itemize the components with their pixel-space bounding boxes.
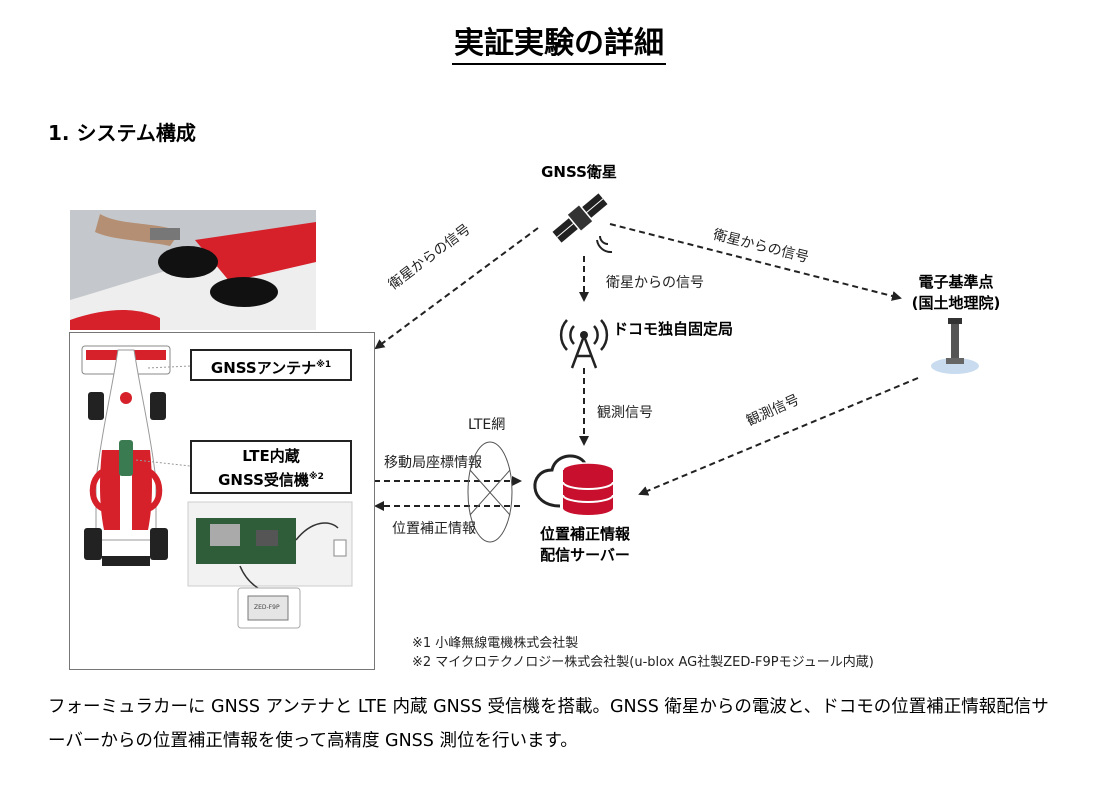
satellite-signal-icon <box>596 235 613 254</box>
fixed-station-label: ドコモ独自固定局 <box>613 320 734 338</box>
fixed-station-icon <box>559 319 609 369</box>
server-line1: 位置補正情報 <box>539 525 630 543</box>
formula-car-illustration <box>81 345 171 566</box>
server-label: 位置補正情報 配信サーバー <box>520 524 650 566</box>
reference-point-label: 電子基準点 (国土地理院) <box>900 272 1012 314</box>
lte-receiver-box: LTE内蔵 GNSS受信機※2 <box>190 440 352 494</box>
gnss-module-photo <box>237 587 301 629</box>
car-to-server-label: 移動局座標情報 <box>384 455 482 471</box>
server-to-car-label: 位置補正情報 <box>392 521 476 537</box>
footnote-1: ※1 小峰無線電機株式会社製 <box>412 636 579 651</box>
module-label: ZED-F9P <box>254 604 280 611</box>
server-line2: 配信サーバー <box>540 546 630 564</box>
sat-to-fixed-label: 衛星からの信号 <box>606 275 704 291</box>
vehicle-frame <box>69 332 375 670</box>
page-title: 実証実験の詳細 <box>0 18 1118 65</box>
gnss-antenna-note-mark: ※1 <box>316 360 332 370</box>
description-paragraph: フォーミュラカーに GNSS アンテナと LTE 内蔵 GNSS 受信機を搭載。… <box>48 697 1049 751</box>
car-closeup-photo <box>70 210 316 330</box>
page-title-text: 実証実験の詳細 <box>452 26 666 65</box>
edge-station-to-server <box>638 377 919 496</box>
footnote-2: ※2 マイクロテクノロジー株式会社製(u-blox AG社製ZED-F9Pモジュ… <box>412 655 874 670</box>
lte-receiver-line1: LTE内蔵 <box>242 447 300 465</box>
antenna-leader-line <box>147 365 191 369</box>
lte-network-label: LTE網 <box>468 417 506 433</box>
receiver-leader-line <box>135 459 191 467</box>
edge-sat-to-car <box>374 227 539 350</box>
lte-network-symbol <box>467 441 513 543</box>
server-icon <box>533 454 614 515</box>
gnss-satellite-label: GNSS衛星 <box>541 163 617 181</box>
reference-point-line1: 電子基準点 <box>918 273 994 291</box>
gnss-antenna-box: GNSSアンテナ※1 <box>190 349 352 381</box>
reference-point-line2: (国土地理院) <box>911 294 1001 312</box>
satellite-icon <box>552 193 608 243</box>
gnss-antenna-label: GNSSアンテナ <box>210 359 317 377</box>
lte-receiver-note-mark: ※2 <box>308 472 324 482</box>
fixed-to-server-label: 観測信号 <box>597 405 653 421</box>
section-heading: 1. システム構成 <box>48 121 196 145</box>
receiver-photo <box>187 501 353 597</box>
reference-point-icon <box>931 318 979 374</box>
lte-receiver-line2: GNSS受信機 <box>218 471 309 489</box>
